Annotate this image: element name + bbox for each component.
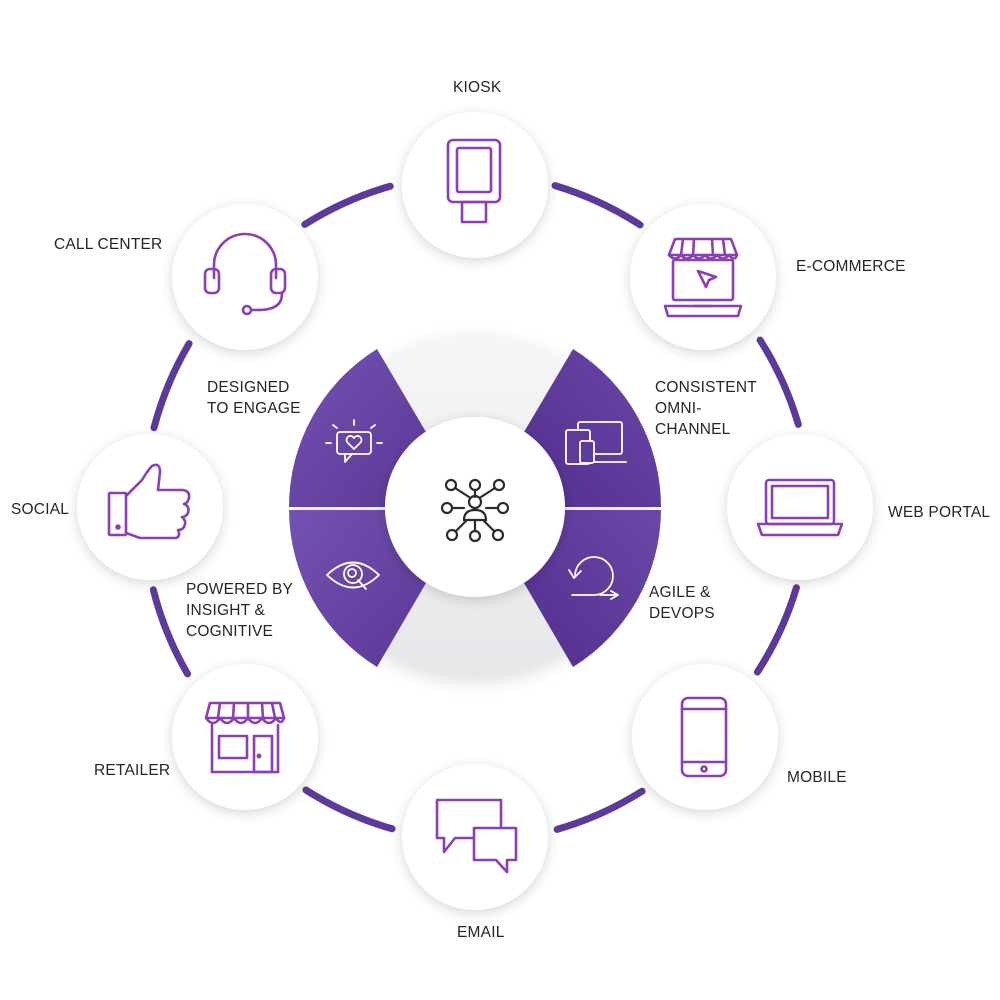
label-mobile: MOBILE <box>787 769 847 786</box>
channel-circle-mobile <box>632 664 778 810</box>
ring-arc <box>301 182 394 228</box>
wedge-agile-devops[interactable] <box>524 510 661 667</box>
label-email: EMAIL <box>457 924 505 941</box>
channel-circle-kiosk <box>402 112 548 258</box>
label-call-center: CALL CENTER <box>54 236 163 253</box>
chat-bubbles-icon <box>435 798 518 874</box>
eye-magnifier-icon <box>326 561 380 590</box>
multi-device-icon <box>565 421 627 465</box>
ring-arc <box>302 786 396 833</box>
thumbs-up-icon <box>107 463 191 540</box>
heart-speech-bubble-icon <box>325 419 383 463</box>
label-social: SOCIAL <box>11 501 70 518</box>
network-people-icon <box>440 478 510 543</box>
label-kiosk: KIOSK <box>453 79 502 96</box>
cycle-arrow-icon <box>568 556 619 600</box>
ring-arc <box>150 340 193 432</box>
label-web-portal: WEB PORTAL <box>888 504 991 521</box>
ring-arc <box>753 584 800 676</box>
center-hub <box>385 417 565 597</box>
ring-arc <box>756 336 802 428</box>
laptop-icon <box>756 478 844 537</box>
kiosk-icon <box>446 138 502 224</box>
ring-arc <box>149 586 191 678</box>
storefront-laptop-icon <box>663 237 743 318</box>
label-consistent-omnichannel: CONSISTENT OMNI- CHANNEL <box>655 379 757 438</box>
ring-arc <box>551 182 644 229</box>
wedge-designed-to-engage[interactable] <box>289 349 426 507</box>
outer-ring <box>149 182 802 833</box>
label-powered-by-insight: POWERED BY INSIGHT & COGNITIVE <box>186 581 294 640</box>
channel-circle-ecommerce <box>630 204 776 350</box>
smartphone-icon <box>680 696 728 778</box>
ring-arc <box>553 787 646 833</box>
channel-circle-web-portal <box>727 434 873 580</box>
label-agile-devops: AGILE & DEVOPS <box>649 584 715 622</box>
channel-circle-call-center <box>172 204 318 350</box>
label-retailer: RETAILER <box>94 762 171 779</box>
label-designed-to-engage: DESIGNED TO ENGAGE <box>207 379 301 417</box>
pillar-wedges <box>289 349 661 667</box>
channel-circle-social <box>77 434 223 580</box>
headset-icon <box>203 232 287 316</box>
wedge-powered-by-insight[interactable] <box>289 510 426 667</box>
shop-icon <box>204 701 286 774</box>
label-ecommerce: E-COMMERCE <box>796 258 906 275</box>
wedge-consistent-omnichannel[interactable] <box>524 349 661 507</box>
